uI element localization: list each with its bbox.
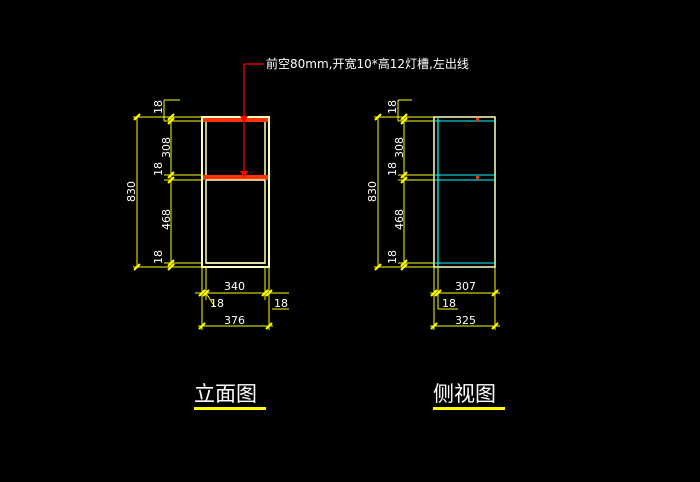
leader-arrowhead-top (240, 116, 248, 123)
leader-arrowhead-mid (240, 171, 248, 178)
front-dim-right-side: 18 (274, 297, 288, 310)
front-view-title: 立面图 (194, 382, 257, 406)
front-cabinet-outer (201, 116, 270, 268)
front-cabinet-inner (205, 120, 266, 264)
side-dim-bottom-board: 18 (386, 250, 399, 264)
side-cabinet-outer (433, 116, 496, 268)
front-dim-upper-space: 308 (160, 137, 173, 158)
side-dim-overall-depth: 325 (455, 314, 476, 327)
side-dim-overall-height: 830 (366, 181, 379, 202)
side-dim-inner-depth: 307 (455, 280, 476, 293)
side-dim-lower-space: 468 (393, 209, 406, 230)
front-dim-top-board: 18 (152, 100, 165, 114)
front-top-board (203, 118, 268, 122)
front-dim-h-ticks (198, 289, 273, 330)
front-dim-overall-width: 376 (224, 314, 245, 327)
front-dim-middle-board: 18 (152, 162, 165, 176)
side-view-title-underline (433, 407, 505, 410)
front-dim-left-side: 18 (210, 297, 224, 310)
side-groove-marker-top (476, 118, 479, 121)
front-dim-h-side-leader (205, 292, 216, 308)
lighting-groove-note: 前空80mm,开宽10*高12灯槽,左出线 (266, 56, 469, 71)
front-dim-bottom-board: 18 (152, 250, 165, 264)
front-dim-overall-height: 830 (125, 181, 138, 202)
side-dim-middle-board: 18 (386, 162, 399, 176)
front-middle-shelf (203, 175, 268, 180)
front-view (133, 63, 289, 330)
side-dim-ticks (374, 113, 408, 271)
front-dim-lower-space: 468 (160, 209, 173, 230)
side-view-title: 侧视图 (433, 382, 496, 406)
side-groove-marker-mid (476, 176, 479, 179)
front-dim-ticks (133, 113, 175, 271)
side-dim-h-ticks (430, 289, 499, 330)
front-dim-inner-width: 340 (224, 280, 245, 293)
front-view-title-underline (194, 407, 266, 410)
side-dim-top-board: 18 (386, 100, 399, 114)
side-view (374, 99, 500, 330)
side-dim-upper-space: 308 (393, 137, 406, 158)
side-dim-back-board: 18 (442, 297, 456, 310)
